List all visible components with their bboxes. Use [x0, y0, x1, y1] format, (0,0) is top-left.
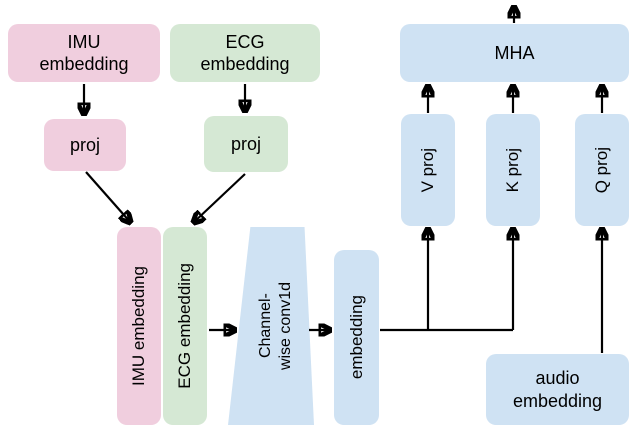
- node-q-proj-label: Q proj: [592, 146, 612, 194]
- node-mha: MHA: [400, 24, 629, 82]
- node-imu-embedding-stack: IMU embedding: [117, 227, 161, 425]
- node-audio-embedding: audio embedding: [486, 354, 629, 425]
- node-fused-embedding: embedding: [334, 250, 379, 425]
- node-k-proj: K proj: [486, 114, 540, 226]
- node-v-proj-label: V proj: [418, 147, 438, 193]
- node-channelwise-conv-label: Channel- wise conv1d: [257, 281, 294, 371]
- node-fused-embedding-label: embedding: [346, 295, 366, 380]
- node-ecg-embedding-input-label: ECG embedding: [200, 31, 290, 75]
- node-k-proj-label: K proj: [503, 147, 523, 193]
- node-ecg-embedding-stack-label: ECG embedding: [175, 263, 195, 389]
- node-v-proj: V proj: [401, 114, 455, 226]
- node-ecg-proj-label: proj: [230, 133, 261, 154]
- node-ecg-embedding-stack: ECG embedding: [163, 227, 207, 425]
- arrow-imu-proj-to-stack: [85, 171, 131, 223]
- node-mha-label: MHA: [494, 42, 535, 63]
- node-imu-embedding-stack-label: IMU embedding: [129, 265, 149, 386]
- node-imu-proj-label: proj: [69, 134, 100, 155]
- node-q-proj: Q proj: [575, 114, 629, 226]
- node-imu-embedding-input-label: IMU embedding: [39, 31, 129, 75]
- node-audio-embedding-label: audio embedding: [512, 368, 603, 411]
- node-imu-proj: proj: [44, 119, 126, 171]
- node-imu-embedding-input: IMU embedding: [8, 24, 160, 82]
- node-ecg-proj: proj: [204, 116, 288, 172]
- arrow-ecg-proj-to-stack: [193, 173, 246, 223]
- node-ecg-embedding-input: ECG embedding: [170, 24, 320, 82]
- node-channelwise-conv: Channel- wise conv1d: [228, 227, 314, 425]
